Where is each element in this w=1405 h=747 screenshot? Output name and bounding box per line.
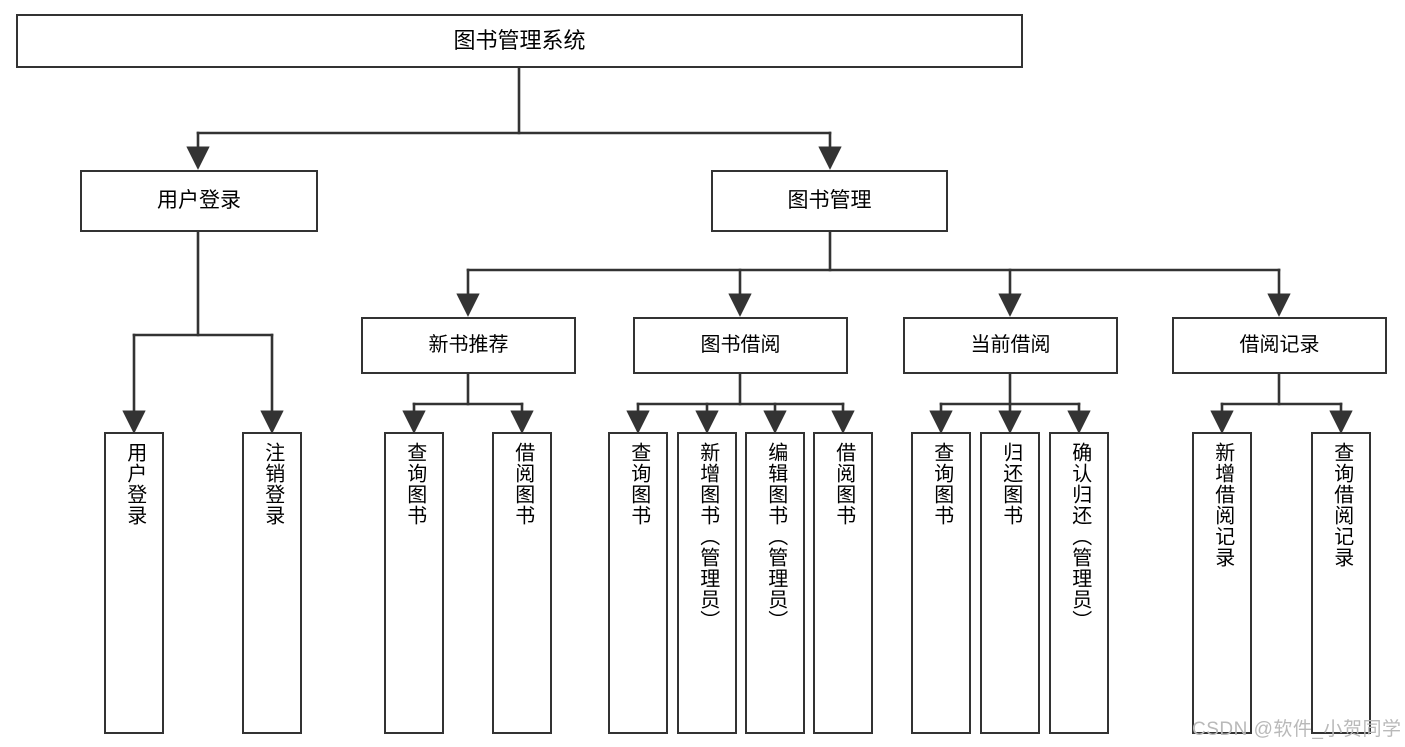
node-current-borrow[interactable]: 当前借阅: [903, 317, 1118, 374]
leaf-book-borrow-1-label: 查询图书: [627, 442, 650, 526]
leaf-current-borrow-2[interactable]: 归还图书: [980, 432, 1040, 734]
node-book-manage[interactable]: 图书管理: [711, 170, 948, 232]
leaf-current-borrow-1-label: 查询图书: [930, 442, 953, 526]
node-borrow-record-label: 借阅记录: [1239, 333, 1320, 356]
leaf-borrow-record-1[interactable]: 新增借阅记录: [1192, 432, 1252, 734]
leaf-current-borrow-1[interactable]: 查询图书: [911, 432, 971, 734]
leaf-current-borrow-3-label: 确认归还（管理员）: [1068, 442, 1091, 631]
leaf-user-login-2[interactable]: 注销登录: [242, 432, 302, 734]
node-book-borrow[interactable]: 图书借阅: [633, 317, 848, 374]
node-root-label: 图书管理系统: [453, 28, 586, 54]
watermark-text: CSDN @软件_小贺同学: [1192, 719, 1402, 740]
leaf-book-borrow-3-label: 编辑图书（管理员）: [764, 442, 787, 631]
leaf-current-borrow-3[interactable]: 确认归还（管理员）: [1049, 432, 1109, 734]
node-book-borrow-label: 图书借阅: [700, 333, 781, 356]
leaf-book-borrow-2[interactable]: 新增图书（管理员）: [677, 432, 737, 734]
leaf-book-borrow-4-label: 借阅图书: [832, 442, 855, 526]
node-user-login-label: 用户登录: [157, 188, 241, 212]
node-user-login[interactable]: 用户登录: [80, 170, 318, 232]
node-current-borrow-label: 当前借阅: [970, 333, 1051, 356]
leaf-book-borrow-2-label: 新增图书（管理员）: [696, 442, 719, 631]
leaf-user-login-1[interactable]: 用户登录: [104, 432, 164, 734]
leaf-current-borrow-2-label: 归还图书: [999, 442, 1022, 526]
leaf-new-book-1-label: 查询图书: [403, 442, 426, 526]
leaf-new-book-1[interactable]: 查询图书: [384, 432, 444, 734]
leaf-borrow-record-1-label: 新增借阅记录: [1211, 442, 1234, 568]
leaf-book-borrow-3[interactable]: 编辑图书（管理员）: [745, 432, 805, 734]
leaf-new-book-2-label: 借阅图书: [511, 442, 534, 526]
node-borrow-record[interactable]: 借阅记录: [1172, 317, 1387, 374]
node-book-manage-label: 图书管理: [787, 188, 872, 212]
leaf-borrow-record-2[interactable]: 查询借阅记录: [1311, 432, 1371, 734]
leaf-user-login-2-label: 注销登录: [261, 442, 284, 526]
leaf-new-book-2[interactable]: 借阅图书: [492, 432, 552, 734]
leaf-book-borrow-4[interactable]: 借阅图书: [813, 432, 873, 734]
leaf-user-login-1-label: 用户登录: [123, 442, 146, 526]
leaf-borrow-record-2-label: 查询借阅记录: [1330, 442, 1353, 568]
node-new-book-recommend-label: 新书推荐: [428, 333, 509, 356]
node-root[interactable]: 图书管理系统: [16, 14, 1023, 68]
node-new-book-recommend[interactable]: 新书推荐: [361, 317, 576, 374]
leaf-book-borrow-1[interactable]: 查询图书: [608, 432, 668, 734]
